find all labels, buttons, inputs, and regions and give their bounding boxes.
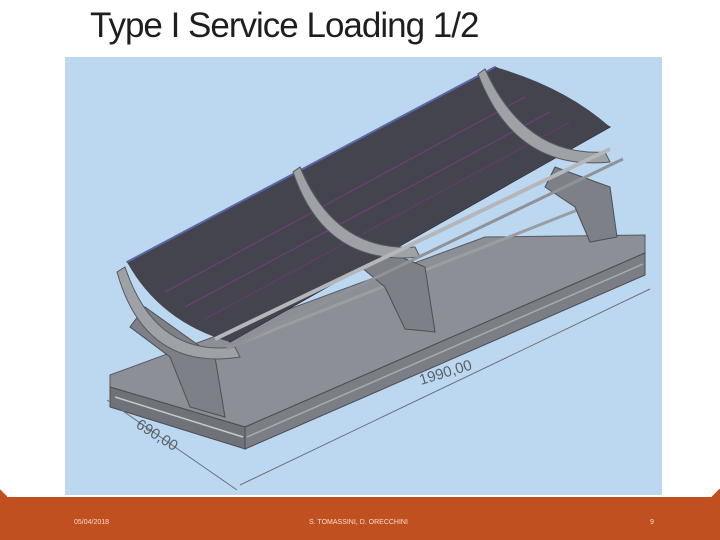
trough-inner-line — [164, 96, 526, 293]
support-pipe — [214, 147, 611, 341]
dimension-line-length — [239, 288, 651, 486]
footer-date: 05/04/2018 — [74, 519, 110, 526]
base-rail-line — [246, 263, 644, 438]
support-back — [544, 166, 618, 243]
page-number: 9 — [650, 519, 654, 526]
footer-authors: S. TOMASSINI, D. ORECCHINI — [309, 519, 408, 526]
support-pipe — [226, 157, 624, 351]
slide-footer: 05/04/2018 S. TOMASSINI, D. ORECCHINI 9 — [0, 497, 720, 540]
trough-inner-line — [204, 121, 571, 320]
base-rail-line — [114, 396, 244, 438]
cad-figure: 1990,00 690,00 — [65, 57, 662, 495]
slide-title: Type I Service Loading 1/2 — [90, 6, 479, 45]
trough-rim-line — [126, 66, 496, 263]
trough-inner-line — [184, 111, 551, 308]
dimension-line-width — [106, 399, 238, 491]
cad-drawing: 1990,00 690,00 — [106, 66, 651, 491]
